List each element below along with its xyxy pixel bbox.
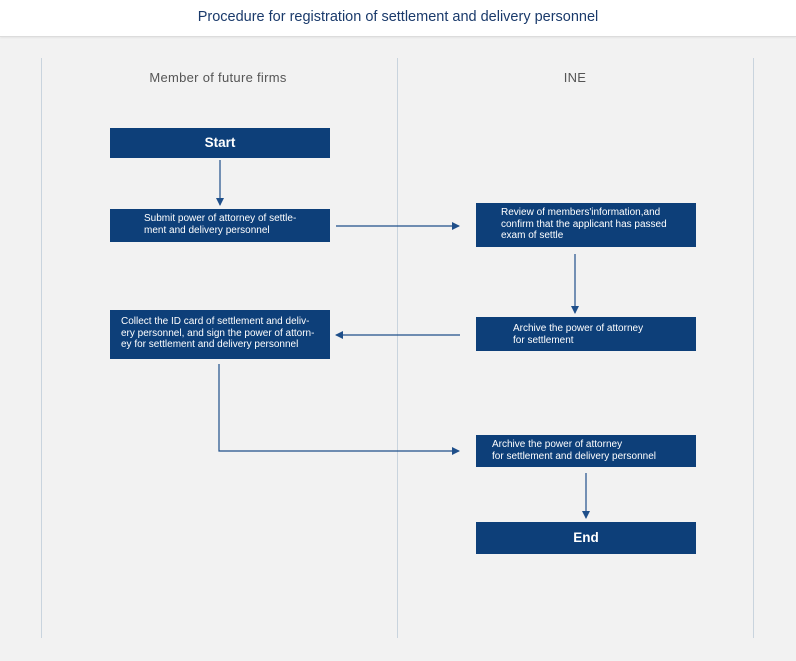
start-label: Start xyxy=(204,135,236,150)
review-step-box: Review of members'information,and confir… xyxy=(476,203,696,247)
archive-delivery-box: Archive the power of attorney for settle… xyxy=(476,435,696,467)
lane-title-ine: INE xyxy=(563,70,587,85)
end-box: End xyxy=(476,522,696,554)
lane-title-member: Member of future firms xyxy=(149,70,287,85)
lane-divider-right xyxy=(753,58,754,638)
archive-delivery-label: Archive the power of attorney for settle… xyxy=(492,439,656,462)
submit-step-box: Submit power of attorney of settle- ment… xyxy=(110,209,330,242)
archive-settlement-box: Archive the power of attorney for settle… xyxy=(476,317,696,351)
collect-step-label: Collect the ID card of settlement and de… xyxy=(121,316,315,350)
lane-divider-left xyxy=(41,58,42,638)
submit-step-label: Submit power of attorney of settle- ment… xyxy=(144,213,297,236)
lane-divider-middle xyxy=(397,58,398,638)
arrow-collect-to-archive-delivery xyxy=(218,364,460,455)
end-label: End xyxy=(573,530,599,545)
header-bar: Procedure for registration of settlement… xyxy=(0,0,796,37)
start-box: Start xyxy=(110,128,330,158)
archive-settlement-label: Archive the power of attorney for settle… xyxy=(513,323,644,346)
review-step-label: Review of members'information,and confir… xyxy=(501,207,667,241)
page-title: Procedure for registration of settlement… xyxy=(197,9,599,25)
collect-step-box: Collect the ID card of settlement and de… xyxy=(110,310,330,359)
